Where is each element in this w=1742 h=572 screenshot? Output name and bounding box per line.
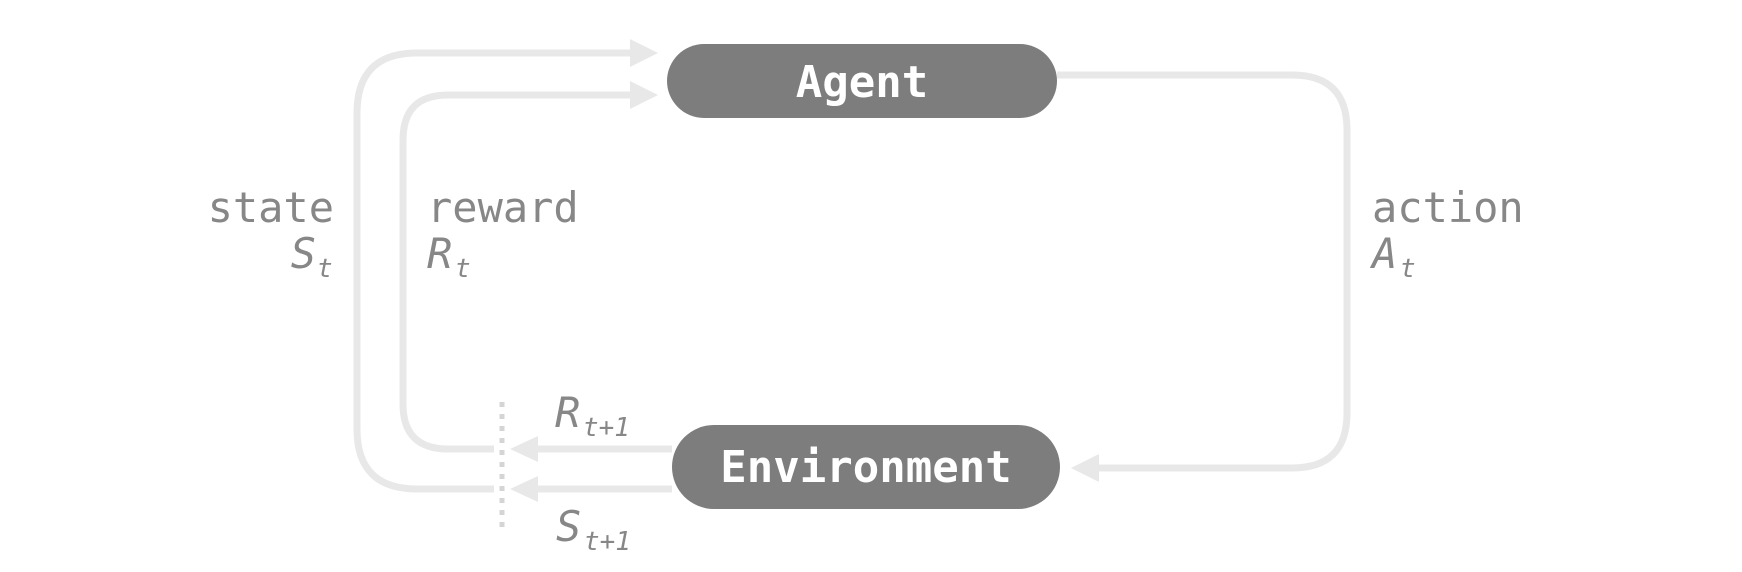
reward-symbol: R — [427, 229, 452, 278]
reward-symbol-subscript: t — [455, 254, 471, 284]
state-loop-arrowhead-icon — [630, 39, 658, 67]
action-word-label: action — [1372, 183, 1524, 232]
state-symbol-subscript: t — [317, 254, 333, 284]
state-loop-line — [353, 49, 632, 493]
next-reward-symbol: R — [555, 388, 580, 437]
state-word-label: state — [208, 183, 334, 232]
action-arrowhead-icon — [1071, 454, 1099, 482]
action-line — [1057, 71, 1351, 472]
reward-loop-arrowhead-icon — [630, 81, 658, 109]
next-reward-symbol-subscript: t+1 — [583, 413, 630, 443]
action-symbol-subscript: t — [1400, 254, 1416, 284]
action-symbol: A — [1369, 229, 1397, 278]
agent-node-label: Agent — [796, 57, 928, 108]
environment-node-label: Environment — [720, 442, 1011, 493]
reward-loop-line — [399, 91, 632, 453]
next-state-symbol-subscript: t+1 — [584, 527, 631, 557]
agent-node — [667, 44, 1057, 118]
next-state-arrowhead-icon — [510, 476, 538, 502]
state-symbol: S — [291, 229, 316, 278]
next-reward-arrowhead-icon — [510, 436, 538, 462]
reward-word-label: reward — [427, 183, 579, 232]
next-state-symbol: S — [556, 502, 581, 551]
environment-node — [672, 425, 1060, 509]
